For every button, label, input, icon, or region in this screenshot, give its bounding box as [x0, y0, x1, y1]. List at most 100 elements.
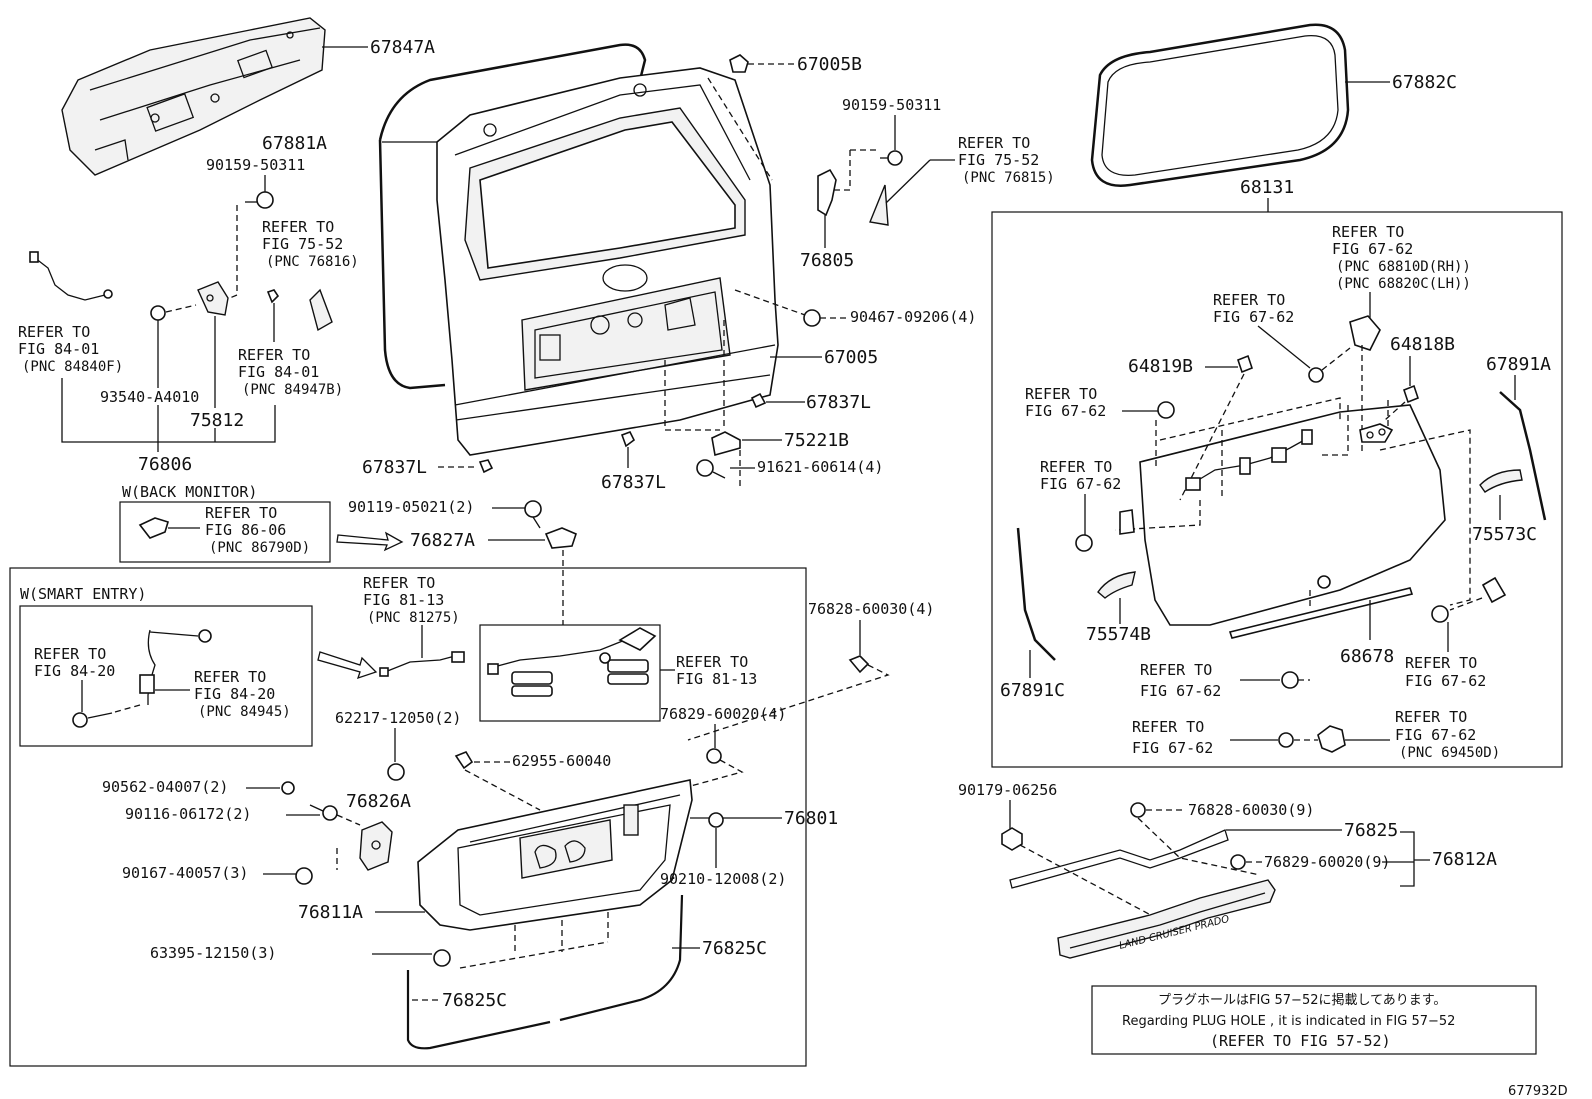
clip-67837L-middle[interactable]	[620, 430, 636, 448]
refer-fig-81-13-b[interactable]: REFER TO FIG 81-13	[676, 653, 757, 688]
clip-90167-40057[interactable]	[295, 867, 313, 885]
nut-90467-09206[interactable]	[803, 309, 821, 327]
clip-62955-60040[interactable]	[454, 751, 474, 770]
clip-64818B[interactable]	[1403, 384, 1419, 404]
refer-fig-67-62-f[interactable]: REFER TO FIG 67-62	[1132, 718, 1213, 757]
label-64818B: 64818B	[1390, 334, 1455, 355]
label-76829-60020-9: 76829-60020(9)	[1264, 853, 1390, 871]
bracket-76826A[interactable]	[359, 821, 393, 871]
harness-81275[interactable]	[379, 651, 465, 677]
glass-hinge[interactable]	[1349, 315, 1381, 351]
back-door-weatherstrip-67881A[interactable]	[378, 43, 647, 390]
spoiler-cover-75573C[interactable]	[1479, 469, 1523, 493]
antenna-84945[interactable]	[139, 629, 212, 705]
bolt-glass-b[interactable]	[1157, 401, 1175, 419]
refer-fig-84-20-pnc-84945[interactable]: REFER TO FIG 84-20 (PNC 84945)	[194, 668, 291, 720]
hinge-bracket-lower[interactable]	[1359, 423, 1394, 443]
emblem-garnish-land-cruiser-prado[interactable]: LAND CRUISER PRADO	[1057, 879, 1276, 959]
bolt-90116-06172[interactable]	[309, 804, 338, 821]
refer-fig-67-62-d[interactable]: REFER TO FIG 67-62	[1140, 661, 1221, 700]
clip-62217-12050[interactable]	[387, 763, 405, 781]
stop-right[interactable]	[1481, 576, 1507, 604]
clip-67837L-right[interactable]	[750, 392, 767, 409]
clip-90210-12008[interactable]	[708, 812, 724, 828]
glass-moulding-67891C[interactable]	[1016, 527, 1056, 661]
refer-fig-81-13-pnc-81275[interactable]: REFER TO FIG 81-13 (PNC 81275)	[363, 574, 460, 626]
wire-harness-84840F[interactable]	[29, 251, 113, 301]
refer-fig-86-06-pnc-86790D[interactable]: REFER TO FIG 86-06 (PNC 86790D)	[205, 504, 310, 556]
label-67891A: 67891A	[1486, 354, 1551, 375]
nut-76829-60020-9[interactable]	[1230, 854, 1246, 870]
defogger-harness[interactable]	[1185, 429, 1313, 491]
washer-90562-04007[interactable]	[281, 781, 295, 795]
ref-text-line2: FIG 67-62	[1213, 308, 1294, 326]
clip-93540-A4010[interactable]	[150, 305, 166, 321]
nut-glass-f[interactable]	[1278, 732, 1294, 748]
nut-glass-a[interactable]	[1308, 367, 1324, 383]
nut-76829-60020-4[interactable]	[706, 748, 722, 764]
label-76827A: 76827A	[410, 530, 475, 551]
label-90119-05021: 90119-05021(2)	[348, 498, 474, 516]
ref-text-line4: (PNC 68820C(LH))	[1336, 276, 1471, 292]
label-w-back-monitor: W(BACK MONITOR)	[122, 483, 257, 501]
ref-text-line2: FIG 67-62	[1040, 475, 1121, 493]
spoiler-cover-75574B[interactable]	[1097, 571, 1136, 599]
clip-76828-60030-9[interactable]	[1130, 802, 1146, 818]
screw-90159-50311-right[interactable]	[880, 150, 903, 166]
refer-fig-67-62-pnc-69450D[interactable]: REFER TO FIG 67-62 (PNC 69450D)	[1395, 708, 1500, 761]
label-90179-06256: 90179-06256	[958, 781, 1057, 799]
label-90167-40057: 90167-40057(3)	[122, 864, 248, 882]
refer-fig-84-01-pnc-84947B[interactable]: REFER TO FIG 84-01 (PNC 84947B)	[238, 346, 343, 398]
clip-64819B[interactable]	[1237, 354, 1253, 374]
moulding-76825C[interactable]	[406, 894, 684, 1050]
clip-84947B[interactable]	[266, 289, 280, 304]
clip-76828-60030-4[interactable]	[848, 655, 870, 674]
bolt-glass-d[interactable]	[1281, 671, 1299, 689]
clip-glass-right-lower[interactable]	[1431, 605, 1449, 623]
garnish-triangle-76816[interactable]	[309, 288, 333, 332]
refer-fig-67-62-a[interactable]: REFER TO FIG 67-62	[1213, 291, 1294, 326]
refer-fig-75-52-pnc-76816[interactable]: REFER TO FIG 75-52 (PNC 76816)	[262, 218, 359, 270]
refer-fig-67-62-c[interactable]: REFER TO FIG 67-62	[1040, 458, 1121, 493]
garnish-triangle-76815[interactable]	[869, 184, 889, 226]
label-90159-50311-right: 90159-50311	[842, 96, 941, 114]
bracket-76805[interactable]	[817, 168, 837, 217]
ref-text-line3: (PNC 68810D(RH))	[1336, 259, 1471, 275]
bracket-75221B[interactable]	[711, 431, 741, 457]
screw-91621-60614[interactable]	[696, 459, 726, 479]
camera-86790D[interactable]	[138, 517, 169, 539]
ref-text-line2: FIG 67-62	[1025, 402, 1106, 420]
back-door-garnish-76811A[interactable]	[417, 779, 693, 931]
bolt-glass-c[interactable]	[1075, 534, 1093, 552]
stop-block[interactable]	[1119, 509, 1135, 535]
damper-stay-69450D[interactable]	[1317, 725, 1346, 753]
back-door-glass[interactable]	[1139, 404, 1446, 626]
ref-text-line1: REFER TO	[363, 574, 435, 592]
screw-90159-50311-left[interactable]	[245, 191, 274, 209]
refer-fig-67-62-hinge[interactable]: REFER TO FIG 67-62 (PNC 68810D(RH)) (PNC…	[1332, 223, 1471, 292]
sheet-id: 677932D	[1508, 1084, 1568, 1099]
back-door-plate-76825[interactable]	[1009, 829, 1229, 889]
screw-smart-entry[interactable]	[72, 712, 113, 728]
refer-fig-84-01-pnc-84840F[interactable]: REFER TO FIG 84-01 (PNC 84840F)	[18, 323, 123, 375]
stopper-68678[interactable]	[1228, 587, 1414, 639]
bracket-76827A[interactable]	[544, 527, 577, 549]
license-lamp-assy[interactable]	[487, 627, 657, 697]
refer-fig-67-62-e[interactable]: REFER TO FIG 67-62	[1405, 654, 1486, 690]
glass-weatherstrip-67882C[interactable]	[1090, 23, 1350, 187]
clip-glass-center[interactable]	[1317, 575, 1331, 589]
back-door-trim-panel-67847A[interactable]	[61, 17, 326, 176]
bracket-75812[interactable]	[197, 281, 229, 316]
hole-plug-67005B[interactable]	[729, 54, 749, 73]
ref-text-line1: REFER TO	[34, 645, 106, 663]
refer-fig-75-52-pnc-76815[interactable]: REFER TO FIG 75-52 (PNC 76815)	[958, 134, 1055, 186]
clip-67837L-left[interactable]	[478, 459, 494, 474]
refer-fig-67-62-b[interactable]: REFER TO FIG 67-62	[1025, 385, 1106, 420]
clip-63395-12150[interactable]	[433, 949, 451, 967]
back-door-panel-67005[interactable]	[436, 67, 779, 456]
nut-90179-06256[interactable]	[1001, 827, 1023, 851]
glass-moulding-67891A[interactable]	[1499, 391, 1547, 521]
screw-90119-05021[interactable]	[524, 500, 542, 529]
refer-fig-84-20-a[interactable]: REFER TO FIG 84-20	[34, 645, 115, 680]
